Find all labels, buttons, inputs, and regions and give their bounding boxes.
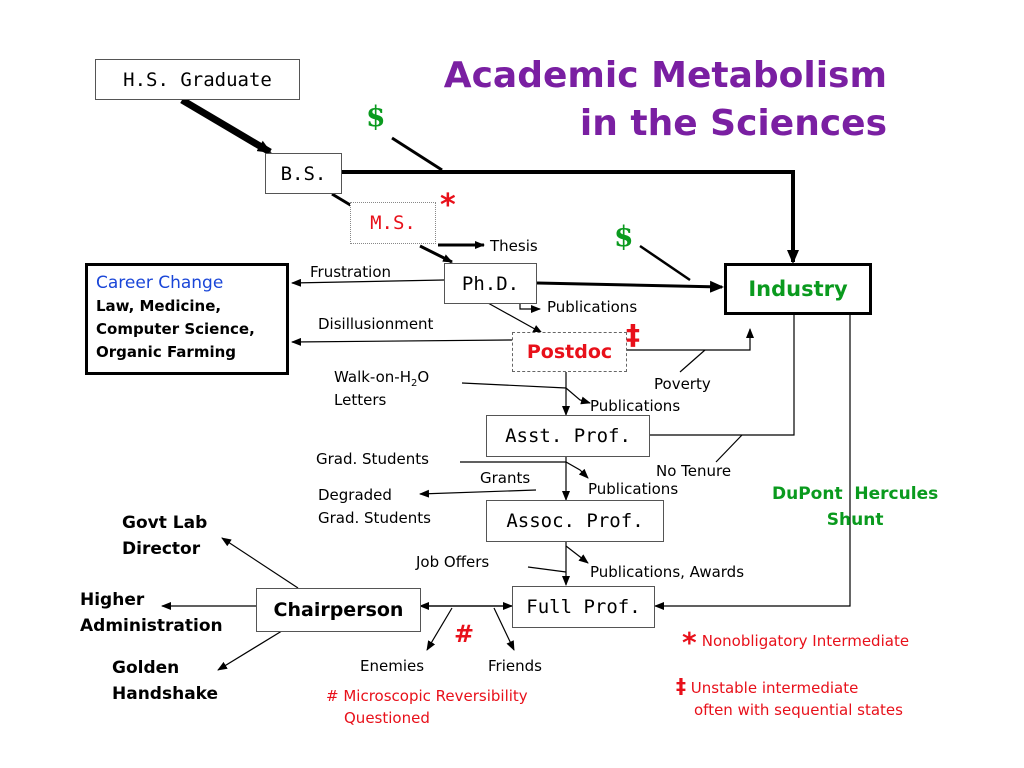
arrow-hs-to-bs xyxy=(180,96,272,156)
arrow-frustration xyxy=(291,278,445,287)
arrow-friends xyxy=(493,607,515,651)
legend-asterisk: * Nonobligatory Intermediate xyxy=(682,626,909,659)
label-degraded-1: Degraded xyxy=(318,486,392,504)
label-enemies: Enemies xyxy=(360,657,425,675)
arrow-dupont-shunt xyxy=(654,314,851,610)
node-phd: Ph.D. xyxy=(444,263,537,304)
label-grad-students: Grad. Students xyxy=(316,450,429,468)
arrow-postdoc-to-industry xyxy=(627,328,754,351)
asterisk-symbol: * xyxy=(440,188,456,223)
walk-on-water-sub: 2 xyxy=(411,378,418,389)
node-postdoc: Postdoc xyxy=(512,332,627,372)
legend-dagger-symbol: ‡ xyxy=(676,674,686,698)
label-higher-admin: Higher Administration xyxy=(80,589,223,637)
govt-lab-line-1: Govt Lab xyxy=(122,513,208,533)
poverty-leader xyxy=(679,349,706,373)
label-friends: Friends xyxy=(488,657,542,675)
legend-hash-text-2: Questioned xyxy=(344,709,430,727)
node-hs-graduate: H.S. Graduate xyxy=(95,59,300,100)
legend-hash-text-1: Microscopic Reversibility xyxy=(343,687,528,705)
no-tenure-leader xyxy=(715,434,743,463)
golden-line-1: Golden xyxy=(112,658,180,678)
career-change-line-2: Computer Science, xyxy=(96,320,255,338)
grad-students-line xyxy=(460,461,589,479)
dupont-line-2: Shunt xyxy=(826,510,884,530)
legend-asterisk-text: Nonobligatory Intermediate xyxy=(701,632,910,650)
node-industry: Industry xyxy=(724,263,872,315)
walk-on-water-line xyxy=(461,382,591,405)
node-bs: B.S. xyxy=(265,153,342,194)
label-walk-on-water: Walk-on-H2O xyxy=(334,368,429,393)
walk-on-water-text: Walk-on-H xyxy=(334,368,411,386)
job-offers-line xyxy=(527,566,567,573)
label-govt-lab: Govt Lab Director xyxy=(122,512,207,560)
label-grants: Grants xyxy=(480,469,531,487)
node-assoc-prof: Assoc. Prof. xyxy=(486,500,664,542)
legend-hash-symbol: # xyxy=(326,687,339,705)
dollar-symbol-1: $ xyxy=(366,100,386,133)
label-golden-handshake: Golden Handshake xyxy=(112,657,218,705)
legend-dagger-text-2: often with sequential states xyxy=(694,701,903,719)
label-letters: Letters xyxy=(334,391,387,409)
arrow-chair-to-golden xyxy=(217,625,291,671)
double-dagger-symbol: ‡ xyxy=(626,318,640,351)
node-asst-prof: Asst. Prof. xyxy=(486,415,650,457)
arrow-phd-to-postdoc xyxy=(487,302,543,334)
arrow-bs-to-industry xyxy=(342,170,799,264)
node-career-change: Career Change Law, Medicine, Computer Sc… xyxy=(85,263,289,375)
label-frustration: Frustration xyxy=(310,263,391,281)
label-thesis: Thesis xyxy=(490,237,538,255)
career-change-line-3: Organic Farming xyxy=(96,343,237,361)
arrow-chair-to-govt xyxy=(221,537,299,589)
label-disillusionment: Disillusionment xyxy=(318,315,434,333)
arrow-degraded xyxy=(419,489,537,498)
label-no-tenure: No Tenure xyxy=(656,462,732,480)
page-title: Academic Metabolism in the Sciences xyxy=(444,52,887,148)
label-publications-postdoc: Publications xyxy=(590,397,681,415)
arrow-ms-to-phd xyxy=(419,244,453,264)
arrow-phd-publications xyxy=(519,303,541,313)
higher-admin-line-2: Administration xyxy=(80,616,223,636)
dollar-symbol-2: $ xyxy=(614,220,634,253)
label-dupont-shunt: DuPont Hercules Shunt xyxy=(772,483,938,531)
arrow-publications-awards xyxy=(565,545,589,564)
node-chairperson: Chairperson xyxy=(256,588,421,632)
arrow-enemies xyxy=(426,607,453,651)
legend-hash: # Microscopic Reversibility Questioned xyxy=(326,685,528,729)
hash-symbol: # xyxy=(454,620,475,648)
walk-on-water-suffix: O xyxy=(417,368,430,386)
dollar-leader-1 xyxy=(391,136,443,172)
arrow-phd-to-industry xyxy=(536,280,724,293)
arrow-bs-to-ms xyxy=(331,192,353,208)
title-line-1: Academic Metabolism xyxy=(443,55,887,96)
legend-asterisk-symbol: * xyxy=(682,626,697,659)
arrow-disillusionment xyxy=(291,337,513,346)
node-ms: M.S. xyxy=(350,202,436,244)
dollar-leader-2 xyxy=(639,244,691,282)
career-change-title: Career Change xyxy=(96,273,224,293)
legend-dagger: ‡ Unstable intermediate often with seque… xyxy=(676,675,903,721)
career-change-line-1: Law, Medicine, xyxy=(96,297,222,315)
title-line-2: in the Sciences xyxy=(579,103,887,144)
label-degraded-2: Grad. Students xyxy=(318,509,431,527)
dupont-line-1: DuPont Hercules xyxy=(772,484,939,504)
label-job-offers: Job Offers xyxy=(416,553,490,571)
label-publications-asst: Publications xyxy=(588,480,679,498)
govt-lab-line-2: Director xyxy=(122,539,201,559)
golden-line-2: Handshake xyxy=(112,684,219,704)
higher-admin-line-1: Higher xyxy=(80,590,145,610)
legend-dagger-text-1: Unstable intermediate xyxy=(690,679,859,697)
label-poverty: Poverty xyxy=(654,375,711,393)
node-full-prof: Full Prof. xyxy=(512,586,655,628)
arrow-asst-to-industry xyxy=(650,297,798,436)
label-publications-phd: Publications xyxy=(547,298,638,316)
label-publications-awards: Publications, Awards xyxy=(590,563,745,581)
